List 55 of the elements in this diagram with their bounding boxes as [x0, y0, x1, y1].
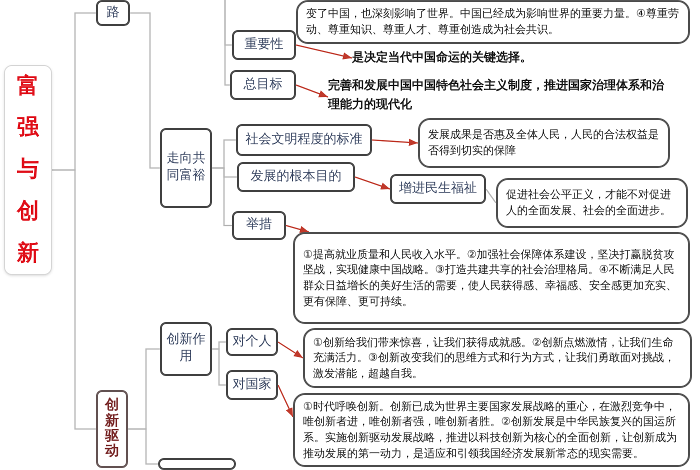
node-text: 举措 [246, 217, 272, 234]
node-text: 促进社会公平正义，才能不对促进人的全面发展、社会的全面进步。 [506, 187, 672, 219]
topic-box [160, 322, 212, 376]
note-text: 是决定当代中国命运的关键选择。 [352, 48, 552, 68]
topic-box [226, 370, 278, 400]
node-text: 总目标 [244, 76, 282, 94]
text-box [418, 118, 670, 168]
node-text: 对国家 [232, 376, 272, 394]
node-text: ①时代呼唤创新。创新已成为世界主要国家发展战略的重心，在激烈竞争中，唯创新者进，唯创新者强，唯创新者胜。②创新发展是中华民族复兴的国运所系。实施创新驱动发展战略，推进以科技创新为核心的全面创新，让创新成为推动发展的第一动力，是适应和引领我国经济发展新常态的现实需要。 [303, 398, 678, 462]
connector-line [52, 169, 96, 430]
connector-line [130, 12, 160, 169]
text-box [293, 232, 690, 324]
text-box [296, 0, 690, 44]
node-text: 重要性 [244, 36, 284, 54]
empty-box [158, 458, 236, 470]
topic-box [96, 390, 128, 468]
connector-line [128, 428, 158, 465]
topic-box [226, 328, 278, 356]
node-text: 富强与创新 [17, 72, 39, 268]
connector-line [485, 188, 497, 204]
topic-box [236, 124, 372, 156]
node-text: 对个人 [232, 334, 272, 350]
arrow [296, 44, 352, 60]
node-text: 创新驱动 [105, 398, 119, 460]
topic-box [232, 211, 286, 240]
topic-box [390, 174, 486, 204]
topic-box [237, 162, 355, 192]
node-text: 社会文明程度的标准 [246, 132, 362, 148]
node-text: 创新作用 [166, 332, 206, 366]
arrow [354, 176, 390, 190]
topic-box [160, 128, 212, 208]
arrow [286, 224, 310, 234]
node-text: 发展的根本目的 [250, 168, 342, 186]
node-text: 路 [106, 4, 120, 22]
connector-line [212, 167, 232, 226]
node-text: ①创新给我们带来惊喜，让我们获得成就感。②创新点燃激情，让我们生命充满活力。③创新改变我们的思维方式和行为方式，让我们勇敢面对挑战，激发潜能，超越自我。 [313, 334, 676, 382]
node-text: 变了中国，也深刻影响了世界。中国已经成为影响世界的重要力量。④尊重劳动、尊重知识、尊重人才、尊重创造成为社会共识。 [306, 6, 680, 38]
topic-box [232, 30, 296, 60]
topic-box [96, 0, 130, 26]
arrow [372, 138, 418, 146]
connector-line [212, 348, 226, 386]
node-text: 发展成果是否惠及全体人民，人民的合法权益是否得到切实的保障 [428, 127, 660, 159]
node-text: 增进民生福祉 [399, 180, 477, 198]
arrow [277, 384, 294, 418]
topic-box [230, 70, 296, 100]
arrow [278, 341, 304, 359]
text-box [293, 393, 690, 467]
note-text: 完善和发展中国中国特色社会主义制度，推进国家治理体系和治理能力的现代化 [328, 76, 673, 118]
node-text: ①提高就业质量和人民收入水平。②加强社会保障体系建设，坚决打赢脱贫攻坚战，实现健康中国战略。③打造共建共享的社会治理格局。④不断满足人民群众日益增长的美好生活的需要，使人民获得感、幸福感、安全感更加充实、更有保障、更可持续。 [303, 246, 678, 310]
topic-box [4, 65, 52, 275]
node-text: 走向共同富裕 [166, 151, 206, 185]
arrow [296, 84, 328, 98]
text-box [496, 178, 688, 228]
connector-line [224, 0, 230, 86]
text-box [303, 328, 692, 388]
